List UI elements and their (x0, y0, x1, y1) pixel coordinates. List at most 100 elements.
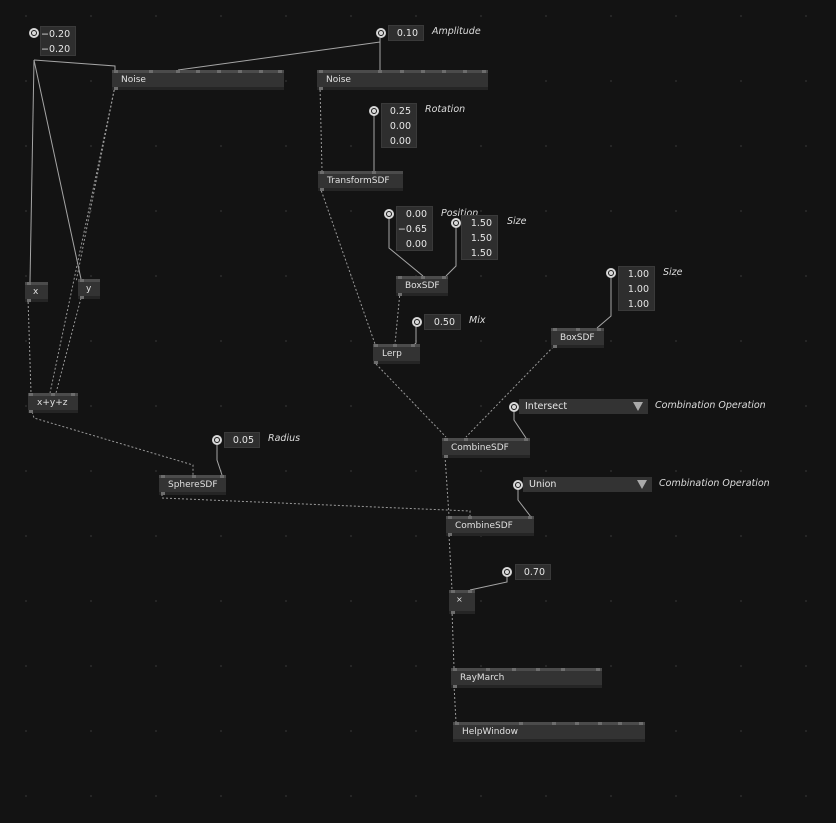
x-node[interactable]: x (25, 282, 48, 302)
input-pin[interactable] (374, 344, 378, 347)
size-a-x-value[interactable]: 1.50 (470, 218, 492, 229)
output-pin[interactable] (161, 492, 165, 495)
input-pin[interactable] (468, 516, 472, 519)
input-pin[interactable] (464, 438, 468, 441)
combine-b-op-dropdown[interactable]: Union (523, 477, 652, 492)
input-pin[interactable] (378, 70, 382, 73)
amplitude-value[interactable]: 0.10 (396, 28, 418, 39)
mix-knob-icon[interactable] (412, 317, 422, 327)
size-b-knob-icon[interactable] (606, 268, 616, 278)
input-pin[interactable] (421, 276, 425, 279)
amplitude-value-box[interactable]: 0.10 (388, 25, 424, 41)
offset-x-value[interactable]: −0.20 (41, 29, 71, 40)
size-a-z-value[interactable]: 1.50 (470, 248, 492, 259)
boxsdf-node-b[interactable]: BoxSDF (551, 328, 604, 348)
input-pin[interactable] (512, 668, 516, 671)
size-b-values[interactable]: 1.00 1.00 1.00 (618, 266, 655, 311)
input-pin[interactable] (393, 344, 397, 347)
input-pin[interactable] (639, 722, 643, 725)
input-pin[interactable] (176, 70, 180, 73)
factor-value[interactable]: 0.70 (523, 567, 545, 578)
input-pin[interactable] (51, 393, 55, 396)
output-pin[interactable] (319, 87, 323, 90)
input-pin[interactable] (618, 722, 622, 725)
input-pin[interactable] (320, 171, 324, 174)
input-pin[interactable] (536, 668, 540, 671)
input-pin[interactable] (442, 276, 446, 279)
input-pin[interactable] (451, 590, 455, 593)
rotation-knob-icon[interactable] (369, 106, 379, 116)
input-pin[interactable] (552, 722, 556, 725)
input-pin[interactable] (463, 70, 467, 73)
output-pin[interactable] (27, 299, 31, 302)
input-pin[interactable] (553, 328, 557, 331)
input-pin[interactable] (149, 70, 153, 73)
output-pin[interactable] (453, 685, 457, 688)
input-pin[interactable] (398, 276, 402, 279)
combine-a-op-dropdown[interactable]: Intersect (519, 399, 648, 414)
noise-node-a[interactable]: Noise (112, 70, 284, 90)
output-pin[interactable] (80, 296, 84, 299)
combinesdf-node-a[interactable]: CombineSDF (442, 438, 530, 458)
input-pin[interactable] (80, 279, 84, 282)
input-pin[interactable] (575, 722, 579, 725)
rotation-z-value[interactable]: 0.00 (389, 136, 411, 147)
input-pin[interactable] (444, 438, 448, 441)
transformsdf-node[interactable]: TransformSDF (318, 171, 403, 191)
position-x-value[interactable]: 0.00 (405, 209, 427, 220)
output-pin[interactable] (374, 361, 378, 364)
size-b-y-value[interactable]: 1.00 (627, 284, 649, 295)
position-values[interactable]: 0.00 −0.65 0.00 (396, 206, 433, 251)
input-pin[interactable] (455, 722, 459, 725)
input-pin[interactable] (576, 328, 580, 331)
offset-knob-icon[interactable] (29, 28, 39, 38)
offset-y-value[interactable]: −0.20 (41, 44, 71, 55)
position-knob-icon[interactable] (384, 209, 394, 219)
input-pin[interactable] (238, 70, 242, 73)
input-pin[interactable] (217, 70, 221, 73)
size-a-y-value[interactable]: 1.50 (470, 233, 492, 244)
input-pin[interactable] (524, 438, 528, 441)
size-b-z-value[interactable]: 1.00 (627, 299, 649, 310)
input-pin[interactable] (486, 668, 490, 671)
combine-a-op-knob-icon[interactable] (509, 402, 519, 412)
combine-b-op-knob-icon[interactable] (513, 480, 523, 490)
input-pin[interactable] (468, 590, 472, 593)
helpwindow-node[interactable]: HelpWindow (453, 722, 645, 742)
output-pin[interactable] (448, 533, 452, 536)
input-pin[interactable] (482, 70, 486, 73)
size-a-knob-icon[interactable] (451, 218, 461, 228)
size-b-x-value[interactable]: 1.00 (627, 269, 649, 280)
input-pin[interactable] (372, 171, 376, 174)
output-pin[interactable] (29, 410, 33, 413)
input-pin[interactable] (29, 393, 33, 396)
radius-value-box[interactable]: 0.05 (224, 432, 260, 448)
factor-value-box[interactable]: 0.70 (515, 564, 551, 580)
size-a-values[interactable]: 1.50 1.50 1.50 (461, 215, 498, 260)
input-pin[interactable] (220, 475, 224, 478)
input-pin[interactable] (278, 70, 282, 73)
factor-knob-icon[interactable] (502, 567, 512, 577)
offset-values[interactable]: −0.20 −0.20 (40, 26, 76, 56)
output-pin[interactable] (444, 455, 448, 458)
input-pin[interactable] (561, 668, 565, 671)
multiply-node[interactable]: × (449, 590, 475, 614)
output-pin[interactable] (320, 188, 324, 191)
input-pin[interactable] (453, 668, 457, 671)
input-pin[interactable] (114, 70, 118, 73)
input-pin[interactable] (192, 475, 196, 478)
input-pin[interactable] (400, 70, 404, 73)
input-pin[interactable] (596, 668, 600, 671)
input-pin[interactable] (528, 516, 532, 519)
rotation-y-value[interactable]: 0.00 (389, 121, 411, 132)
input-pin[interactable] (598, 722, 602, 725)
output-pin[interactable] (553, 345, 557, 348)
input-pin[interactable] (27, 282, 31, 285)
input-pin[interactable] (161, 475, 165, 478)
boxsdf-node-a[interactable]: BoxSDF (396, 276, 448, 296)
position-y-value[interactable]: −0.65 (397, 224, 427, 235)
input-pin[interactable] (259, 70, 263, 73)
raymarch-node[interactable]: RayMarch (451, 668, 602, 688)
amplitude-knob-icon[interactable] (376, 28, 386, 38)
